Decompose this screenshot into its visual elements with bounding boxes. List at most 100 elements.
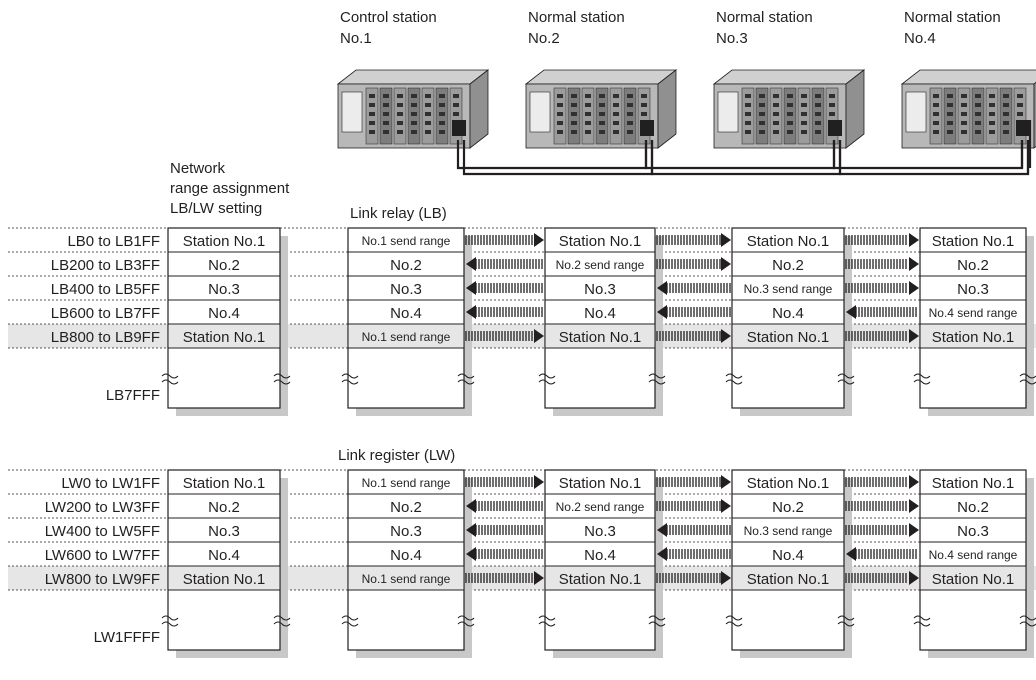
range-cell: No.2 xyxy=(390,257,422,274)
spacer xyxy=(912,614,916,615)
break-mark xyxy=(837,379,855,385)
break-mark xyxy=(538,615,556,621)
station-4-memory-column: Station No.1No.2No.3No.4 send rangeStati… xyxy=(912,469,1036,658)
break-mark xyxy=(457,379,475,385)
row-label: LW800 to LW9FF xyxy=(45,571,160,588)
terminal-block xyxy=(369,103,375,107)
terminal-block xyxy=(1017,112,1023,116)
break-mark xyxy=(725,615,743,621)
range-cell: No.4 xyxy=(772,547,804,564)
terminal-block xyxy=(439,130,445,134)
arrow-head-left xyxy=(846,305,856,319)
arrow-head-right xyxy=(721,571,731,585)
terminal-block xyxy=(599,103,605,107)
terminal-block xyxy=(571,121,577,125)
terminal-block xyxy=(383,94,389,98)
plc-side xyxy=(845,69,865,149)
terminal-block xyxy=(933,103,939,107)
arrow-head-right xyxy=(534,233,544,247)
terminal-block xyxy=(989,103,995,107)
range-cell: No.2 xyxy=(957,257,989,274)
terminal-block xyxy=(411,94,417,98)
terminal-block xyxy=(585,121,591,125)
terminal-block xyxy=(801,121,807,125)
end-address-label: LW1FFFF xyxy=(94,629,160,646)
terminal-block xyxy=(815,121,821,125)
assignment-title-line: range assignment xyxy=(170,180,290,197)
terminal-block xyxy=(613,121,619,125)
range-cell: Station No.1 xyxy=(932,233,1015,250)
terminal-block xyxy=(815,112,821,116)
terminal-block xyxy=(947,112,953,116)
plc-side xyxy=(657,69,677,149)
row-label: LB800 to LB9FF xyxy=(51,329,160,346)
terminal-block xyxy=(599,121,605,125)
break-mark xyxy=(273,615,291,621)
column-frame xyxy=(167,469,281,651)
terminal-block xyxy=(975,130,981,134)
terminal-block xyxy=(1017,94,1023,98)
plc-top xyxy=(524,69,678,85)
station-4-memory-column: Station No.1No.2No.3No.4 send rangeStati… xyxy=(913,227,1036,416)
terminal-block xyxy=(961,103,967,107)
arrow-head-right xyxy=(909,571,919,585)
terminal-block xyxy=(759,94,765,98)
range-cell: No.3 xyxy=(584,281,616,298)
arrow-head-left xyxy=(466,257,476,271)
terminal-block xyxy=(425,103,431,107)
terminal-block xyxy=(453,112,459,116)
break-mark xyxy=(1019,373,1036,379)
range-cell: No.3 xyxy=(957,523,989,540)
range-cell: No.3 xyxy=(390,523,422,540)
range-cell: Station No.1 xyxy=(559,475,642,492)
terminal-block xyxy=(383,130,389,134)
terminal-block xyxy=(411,130,417,134)
break-mark xyxy=(341,373,359,379)
terminal-block xyxy=(369,94,375,98)
terminal-block xyxy=(759,121,765,125)
send-range-cell: No.1 send range xyxy=(362,476,451,490)
spacer xyxy=(160,614,164,615)
terminal-block xyxy=(787,94,793,98)
terminal-block xyxy=(397,94,403,98)
terminal-block xyxy=(759,103,765,107)
terminal-block xyxy=(627,130,633,134)
range-cell: Station No.1 xyxy=(183,571,266,588)
send-range-cell: No.4 send range xyxy=(929,306,1018,320)
terminal-block xyxy=(411,121,417,125)
send-range-cell: No.1 send range xyxy=(362,234,451,248)
highlight-cell xyxy=(732,324,844,348)
terminal-block xyxy=(829,103,835,107)
arrow-head-right xyxy=(909,523,919,537)
break-mark xyxy=(1019,379,1036,385)
arrow-head-right xyxy=(721,233,731,247)
station-type-label: Normal station xyxy=(716,9,813,26)
terminal-block xyxy=(585,103,591,107)
terminal-block xyxy=(759,130,765,134)
arrow-head-right xyxy=(721,475,731,489)
terminal-block xyxy=(933,94,939,98)
terminal-block xyxy=(453,94,459,98)
range-cell: No.3 xyxy=(208,523,240,540)
arrow-head-left xyxy=(657,305,667,319)
terminal-block xyxy=(425,130,431,134)
spacer xyxy=(537,614,541,615)
row-label: LB400 to LB5FF xyxy=(51,281,160,298)
break-mark xyxy=(913,615,931,621)
column-frame xyxy=(347,227,465,409)
row-label: LB600 to LB7FF xyxy=(51,305,160,322)
terminal-block xyxy=(773,121,779,125)
break-mark xyxy=(457,373,475,379)
terminal-block xyxy=(397,130,403,134)
terminal-block xyxy=(613,112,619,116)
break-mark xyxy=(913,373,931,379)
network-port xyxy=(640,120,654,136)
break-mark xyxy=(273,379,291,385)
break-mark xyxy=(913,379,931,385)
terminal-block xyxy=(369,121,375,125)
arrow-head-right xyxy=(534,329,544,343)
